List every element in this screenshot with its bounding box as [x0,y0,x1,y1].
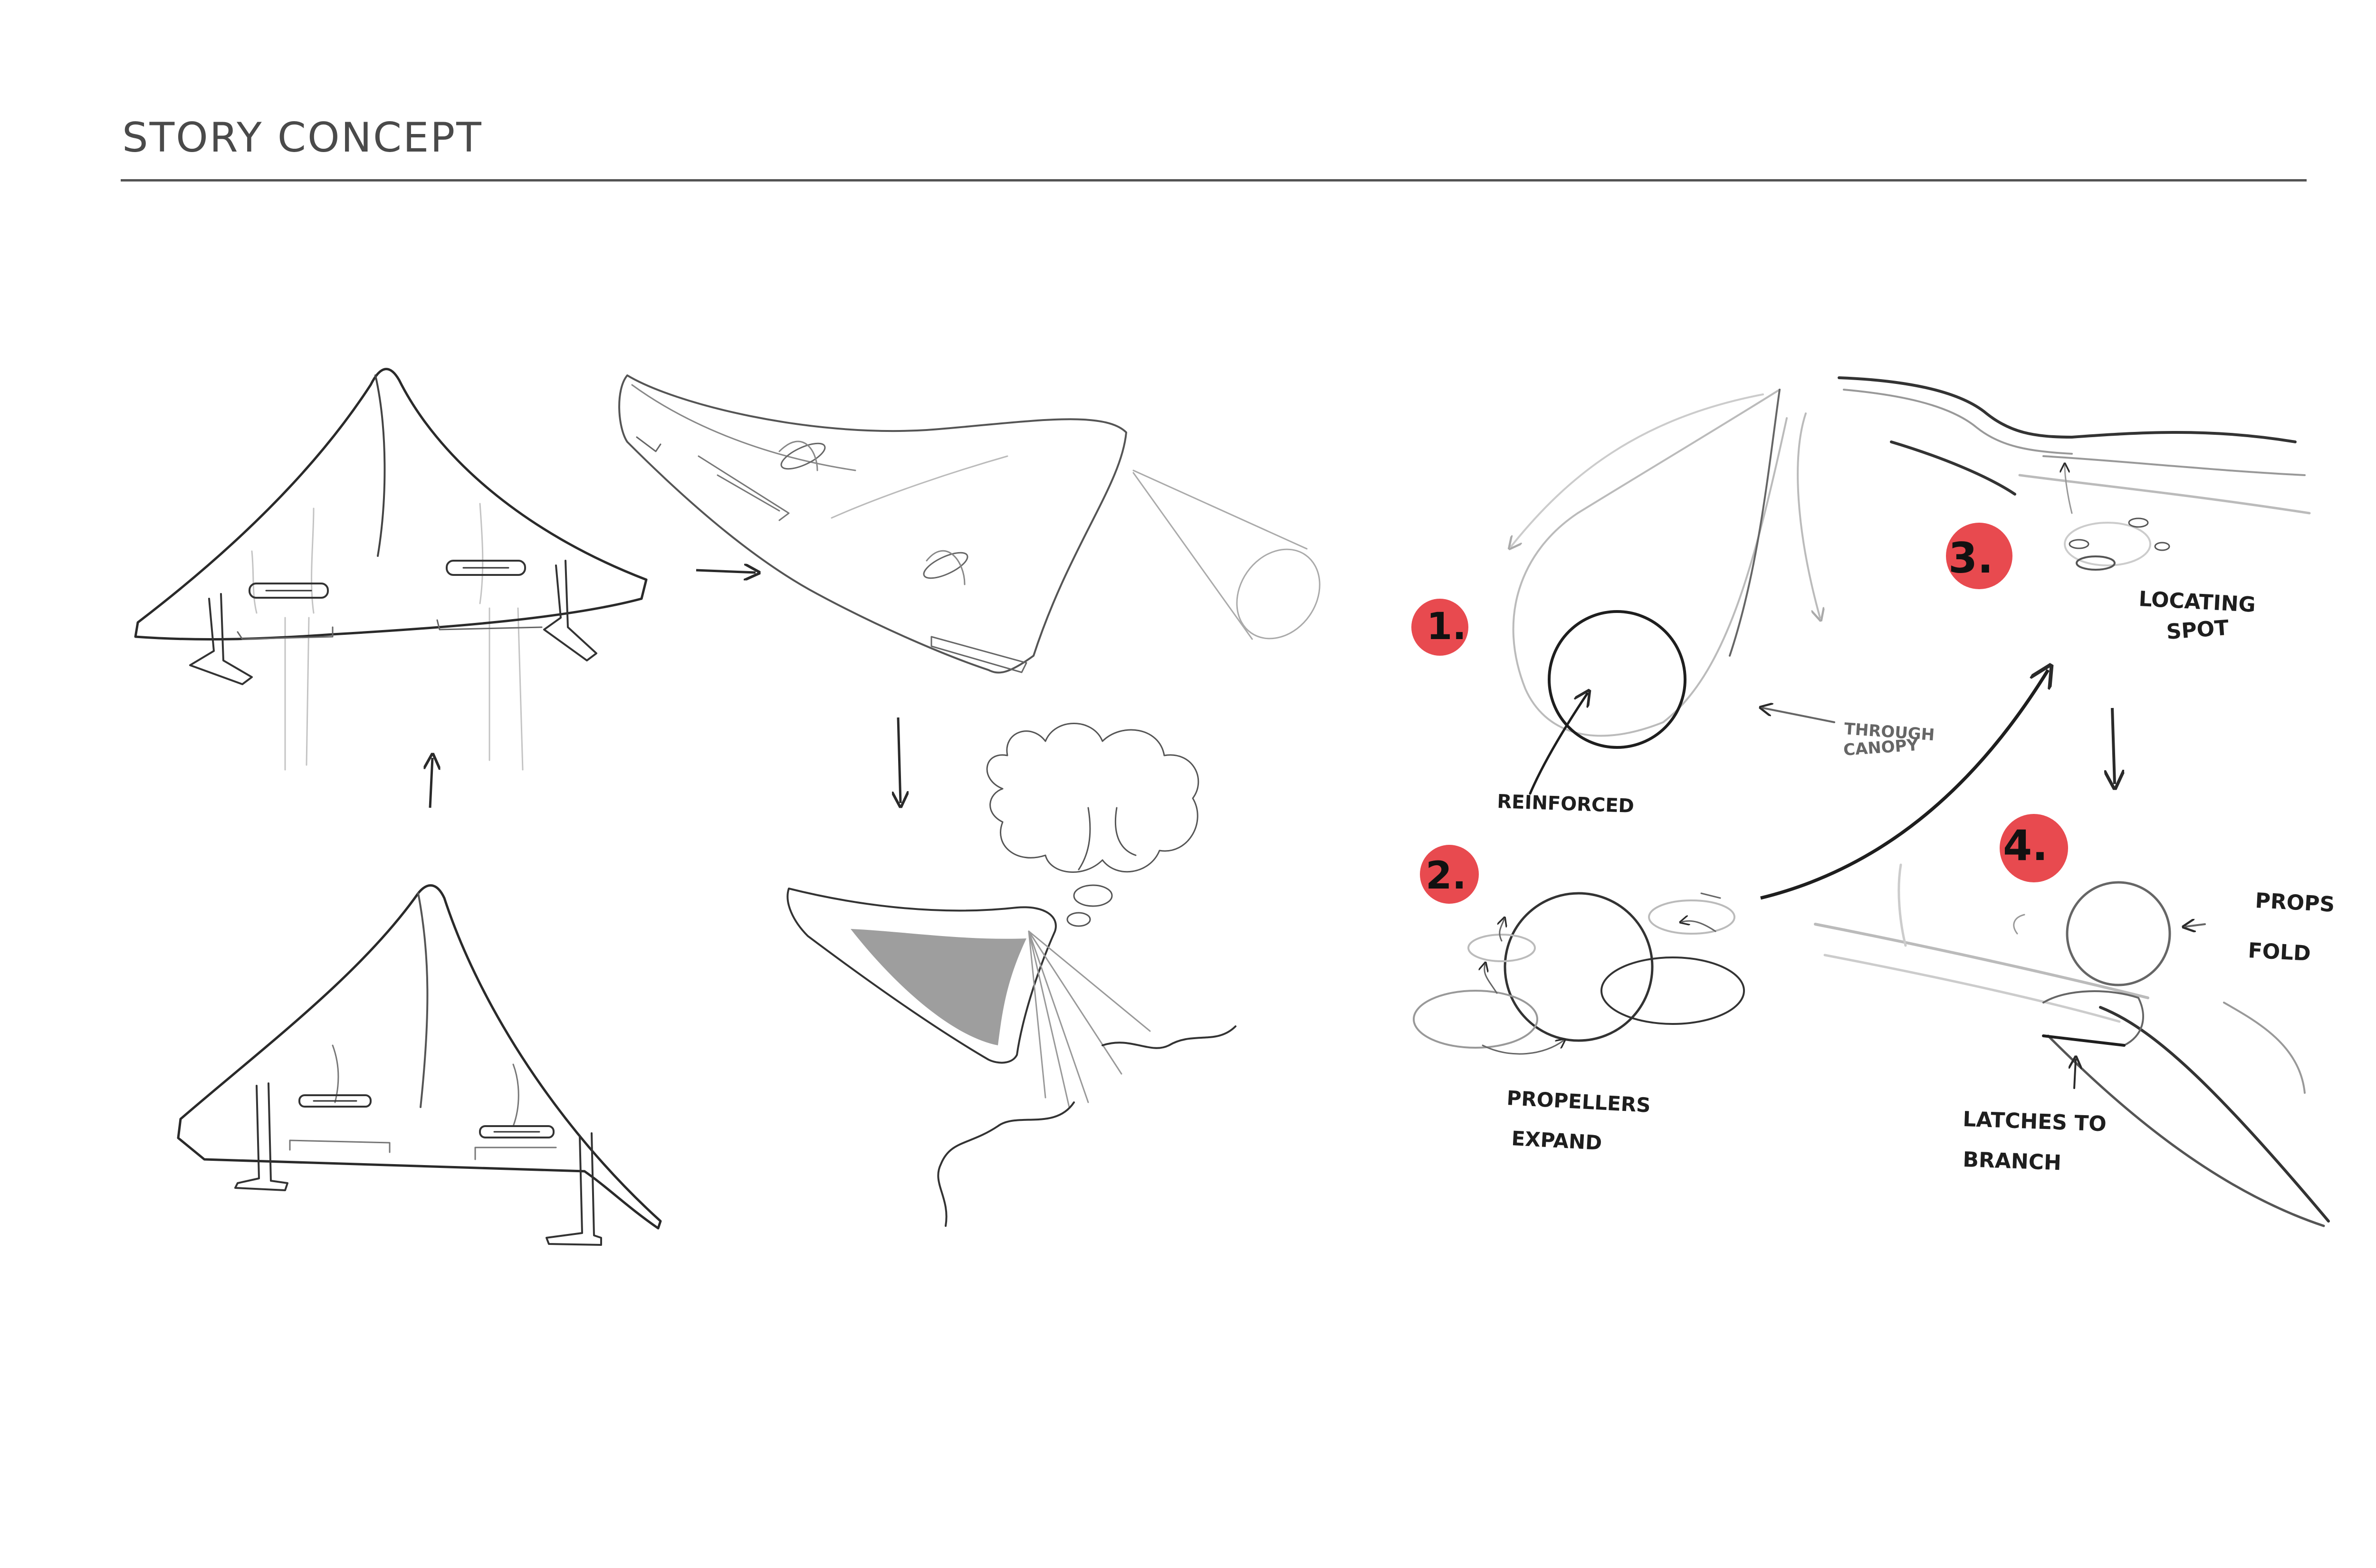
arrow-step2-to-step3 [1760,670,2048,900]
step-2-label-line-2: EXPAND [1511,1127,1602,1155]
step-3-number: 3. [1948,534,1993,583]
step-2-label-line-1: PROPELLERS [1506,1086,1651,1117]
step-1-label: REINFORCED [1497,791,1635,817]
drone-shadow-over-forest [786,723,1236,1227]
arrow-step3-to-step4 [2112,708,2115,784]
step-2-number: 2. [1426,853,1466,898]
drone-flying [618,374,1321,674]
page-title: STORY CONCEPT [122,114,483,162]
step-2-sketch [1413,892,1745,1055]
step-3-label-line-2: SPOT [2165,616,2230,644]
drone-landed-top [134,368,648,771]
step-1-number: 1. [1427,605,1466,648]
drone-bottom-left [177,884,662,1246]
title-divider [121,179,2307,182]
step-4-side-note-line-1: PROPS [2254,889,2335,917]
step-4-sketch [1814,863,2330,1227]
step-4-marker [2000,814,2068,882]
step-1-side-note-line-2: CANOPY [1843,736,1919,760]
step-3-marker [1946,523,2012,589]
step-4-label-line-2: BRANCH [1963,1147,2062,1175]
step-4-side-note-line-2: FOLD [2247,938,2311,966]
step-4-number: 4. [2003,821,2048,870]
step-2-marker [1420,845,1479,904]
step-1-sketch [1511,389,1835,795]
arrow-down-middle [898,717,901,803]
step-4-label-line-1: LATCHES TO [1963,1107,2107,1137]
arrow-right-top [696,570,756,573]
step-1-marker [1411,599,1468,656]
step-3-sketch [1838,376,2311,571]
arrow-up-bottom-drone [430,758,432,808]
step-3-label-line-1: LOCATING [2138,587,2256,617]
